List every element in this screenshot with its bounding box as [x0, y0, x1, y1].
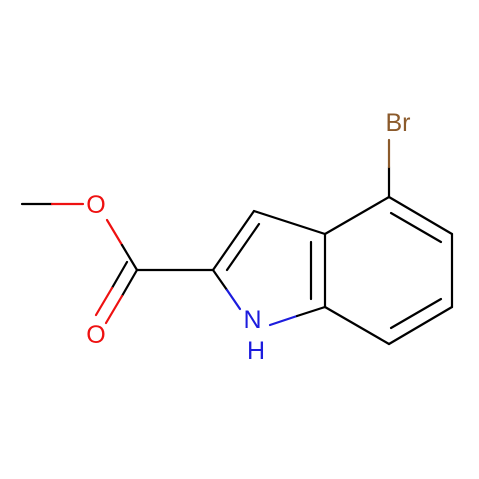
atom-label-nitrogen: N: [243, 306, 261, 334]
bond-c6-c7-inner: [389, 297, 443, 330]
bond-c7-c7a: [323, 305, 391, 346]
bond-carbonyl-double-1-o: [104, 294, 124, 325]
bond-c3-c3a: [252, 209, 327, 236]
bond-c3a-c4: [323, 195, 391, 236]
bond-c4-c5: [387, 195, 454, 236]
atom-label-hydrogen: H: [247, 337, 265, 365]
bond-oxygen-carbonyl-o-side: [105, 218, 124, 247]
bond-c4-c5-inner: [389, 211, 443, 244]
atom-label-ether-oxygen: O: [86, 191, 105, 219]
bond-carbonyl-double-2-c: [110, 260, 129, 290]
bond-carbonyl-double-2-o: [94, 286, 114, 317]
bond-c2-n-c: [211, 268, 229, 292]
atom-label-nitrogen-h: N H: [243, 306, 268, 365]
bond-oxygen-carbonyl-c-side: [120, 243, 139, 272]
atom-labels: Br O O N H: [86, 109, 410, 365]
bond-n-c7a-n: [268, 314, 299, 327]
atom-label-bromine: Br: [386, 109, 411, 137]
atom-label-carbonyl-oxygen: O: [86, 321, 105, 349]
bond-c2-n-n: [225, 288, 242, 311]
bond-n-c7a-c: [295, 305, 327, 318]
bonds: [20, 138, 454, 346]
bond-c6-c7: [387, 305, 454, 346]
bond-carbonyl-double-1-c: [120, 268, 139, 298]
bond-c2-c3-inner: [225, 222, 261, 272]
bond-c2-c3: [211, 209, 256, 272]
